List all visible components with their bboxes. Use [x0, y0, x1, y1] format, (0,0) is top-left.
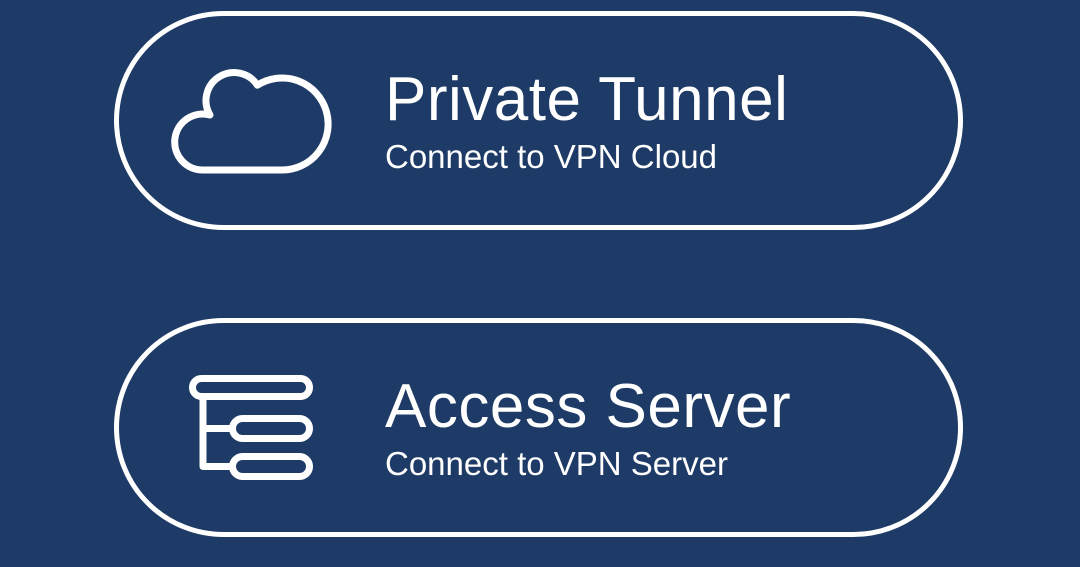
server-tree-icon	[167, 373, 337, 483]
private-tunnel-text: Private Tunnel Connect to VPN Cloud	[385, 64, 788, 178]
private-tunnel-button[interactable]: Private Tunnel Connect to VPN Cloud	[114, 11, 963, 230]
access-server-text: Access Server Connect to VPN Server	[385, 371, 791, 485]
button-subtitle: Connect to VPN Server	[385, 444, 728, 482]
cloud-icon	[167, 62, 337, 179]
access-server-button[interactable]: Access Server Connect to VPN Server	[114, 318, 963, 537]
button-title: Access Server	[385, 371, 792, 441]
button-title: Private Tunnel	[385, 64, 789, 134]
button-subtitle: Connect to VPN Cloud	[385, 137, 718, 175]
